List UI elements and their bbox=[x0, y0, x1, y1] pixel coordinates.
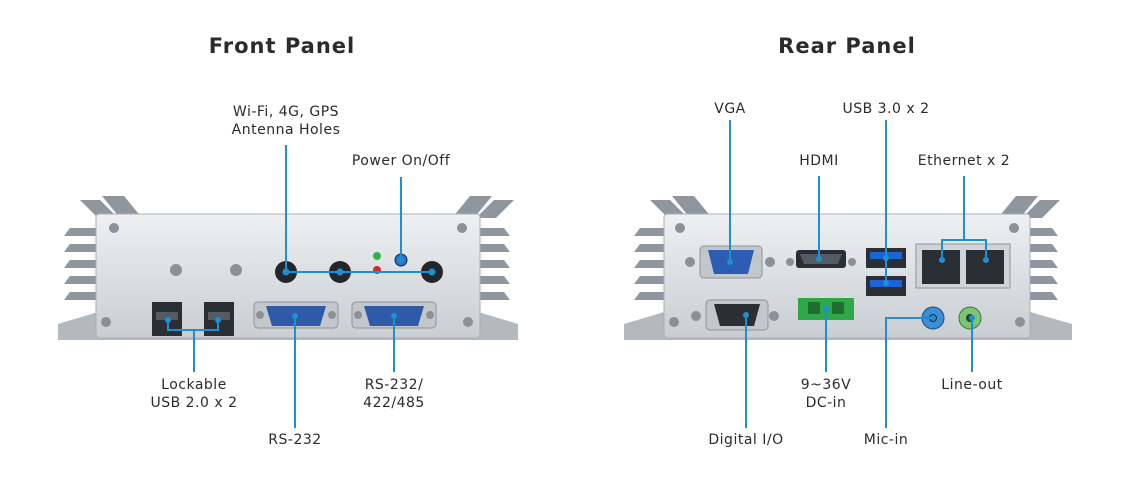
dc-in-label: 9~36V DC-in bbox=[801, 376, 852, 412]
rs485-label-line2: 422/485 bbox=[363, 395, 425, 411]
rs232-422-485-label: RS-232/ 422/485 bbox=[363, 376, 425, 412]
dcin-label-line1: 9~36V bbox=[800, 377, 852, 393]
front-panel-title: Front Panel bbox=[208, 34, 356, 58]
antenna-label-line1: Wi-Fi, 4G, GPS bbox=[232, 104, 340, 120]
hdmi-label: HDMI bbox=[799, 153, 839, 169]
rear-panel-title: Rear Panel bbox=[778, 34, 916, 58]
front-callout-lines bbox=[167, 145, 432, 428]
line-out-label: Line-out bbox=[941, 377, 1003, 393]
power-on-off-label: Power On/Off bbox=[351, 153, 451, 169]
front-panel-device bbox=[58, 196, 518, 340]
rs485-label-line1: RS-232/ bbox=[364, 377, 424, 393]
lockable-usb-label: Lockable USB 2.0 x 2 bbox=[150, 376, 237, 412]
antenna-label-line2: Antenna Holes bbox=[231, 122, 341, 138]
rear-panel-device bbox=[624, 196, 1072, 340]
ethernet-label: Ethernet x 2 bbox=[917, 153, 1011, 169]
vga-label: VGA bbox=[714, 101, 746, 117]
dcin-label-line2: DC-in bbox=[805, 395, 847, 411]
digital-io-label: Digital I/O bbox=[708, 432, 784, 448]
usb-label-line2: USB 2.0 x 2 bbox=[150, 395, 238, 411]
usb-label-line1: Lockable bbox=[161, 377, 227, 393]
mic-in-label: Mic-in bbox=[863, 432, 909, 448]
rear-heat-fins bbox=[634, 196, 1060, 300]
usb3-label: USB 3.0 x 2 bbox=[842, 101, 930, 117]
front-heat-fins bbox=[64, 196, 514, 300]
rs232-label: RS-232 bbox=[268, 432, 322, 448]
antenna-holes-label: Wi-Fi, 4G, GPS Antenna Holes bbox=[232, 103, 341, 139]
